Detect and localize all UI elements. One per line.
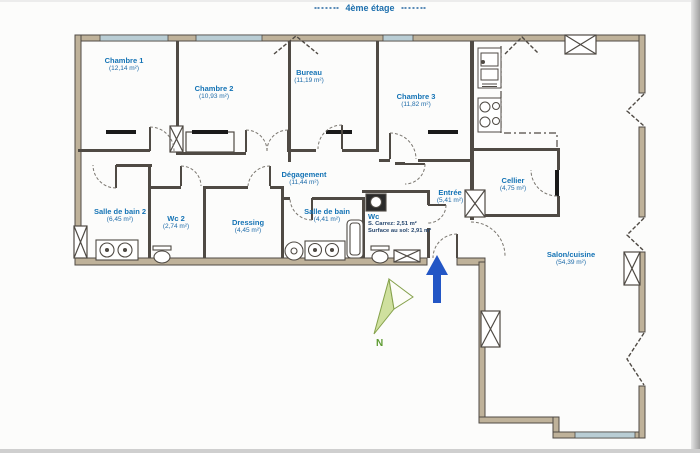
door-arc-dressing: [247, 165, 271, 187]
door-arc-chambre2-b: [266, 129, 289, 152]
stove-icon: [477, 97, 502, 133]
closet-bar-chambre3: [428, 130, 458, 134]
room-label-salon: Salon/cuisine (54,39 m²): [546, 250, 596, 266]
door-arcs: [92, 124, 558, 259]
door-arc-chambre2-a: [245, 129, 268, 152]
radiator-icon-7: [480, 310, 501, 348]
window-chambre1: [99, 34, 169, 42]
french-window-icon-right-3: [626, 332, 645, 386]
french-window-icon-right-1: [625, 93, 645, 127]
closet-bar-bureau: [326, 130, 352, 134]
room-label-bureau: Bureau (11,19 m²): [294, 68, 324, 84]
entrance-arrow-icon: [426, 255, 448, 303]
radiator-icon-1: [169, 125, 184, 153]
radiator-icon-2: [73, 225, 88, 259]
radiator-icon-5: [564, 34, 597, 55]
room-label-cellier: Cellier (4,75 m²): [499, 176, 527, 192]
closets: [106, 130, 458, 153]
french-window-icon-salon-top: [504, 36, 540, 55]
room-label-entree: Entrée (5,41 m²): [436, 188, 464, 204]
floor-title-text: 4ème étage: [345, 3, 395, 13]
double-washbasin-icon-sdb2: [95, 239, 139, 261]
radiator-icon-4: [464, 189, 486, 218]
room-label-dressing: Dressing (4,45 m²): [231, 218, 265, 234]
room-label-sdb2: Salle de bain 2 (6,45 m²): [93, 207, 147, 223]
radiator-icon-3: [393, 249, 421, 263]
door-arc-main-entrance: [432, 233, 458, 259]
scan-edge-right: [691, 0, 700, 453]
windows: [99, 34, 636, 439]
door-arc-chambre3: [389, 132, 417, 160]
title-dash-left: [314, 7, 339, 9]
room-label-degagement: Dégagement (11,44 m²): [281, 170, 327, 186]
door-arc-sdb: [289, 197, 313, 221]
scan-edge-top: [0, 0, 700, 2]
double-washbasin-icon-sdb: [304, 240, 346, 261]
door-leaves: [115, 125, 559, 258]
room-label-chambre3: Chambre 3 (11,82 m²): [396, 92, 436, 108]
window-salon-bottom: [574, 431, 636, 439]
title-dash-right: [401, 7, 426, 9]
closet-bar-chambre2: [192, 130, 228, 134]
floor-title: 4ème étage: [314, 3, 426, 13]
window-chambre2: [195, 34, 263, 42]
door-arc-sdb2: [92, 164, 117, 189]
scan-edge-bottom: [0, 449, 700, 453]
room-label-chambre1: Chambre 1 (12,14 m²): [104, 56, 144, 72]
toilet-icon-wc: [370, 245, 390, 264]
handbasin-icon-wc: [365, 193, 387, 212]
closet-outline-chambre2: [185, 131, 235, 153]
door-arc-bureau: [317, 124, 343, 150]
french-window-icon-right-2: [625, 217, 645, 252]
bathtub-icon-sdb: [346, 219, 364, 259]
french-window-icons: [273, 35, 645, 386]
door-arc-wc2: [180, 165, 202, 187]
room-label-wc: Wc S. Carrez: 2,51 m² Surface au sol: 2,…: [368, 212, 432, 234]
toilet-icon-wc2: [152, 245, 172, 264]
washing-machine-icon-sdb: [284, 241, 304, 261]
room-label-chambre2: Chambre 2 (10,93 m²): [194, 84, 234, 100]
fixtures: [95, 193, 390, 264]
north-label: N: [376, 338, 384, 349]
room-label-wc2: Wc 2 (2,74 m²): [162, 214, 190, 230]
door-arc-wc: [427, 204, 447, 224]
kitchen-boundary-dashdot: [500, 46, 558, 148]
kitchen-zone: [477, 46, 558, 148]
window-chambre3: [382, 34, 414, 42]
door-arc-entree: [404, 163, 426, 185]
french-window-icon-bureau: [273, 35, 319, 55]
door-leaf-cellier: [555, 170, 559, 196]
room-label-sdb: Salle de bain (4,41 m²): [304, 207, 350, 223]
closet-bar-chambre1: [106, 130, 136, 134]
radiator-icon-6: [623, 251, 641, 286]
north-compass-icon: [373, 277, 414, 335]
passage-arc-salon: [470, 221, 506, 257]
kitchen-sink-icon: [477, 47, 502, 89]
door-arc-cellier: [530, 169, 558, 197]
